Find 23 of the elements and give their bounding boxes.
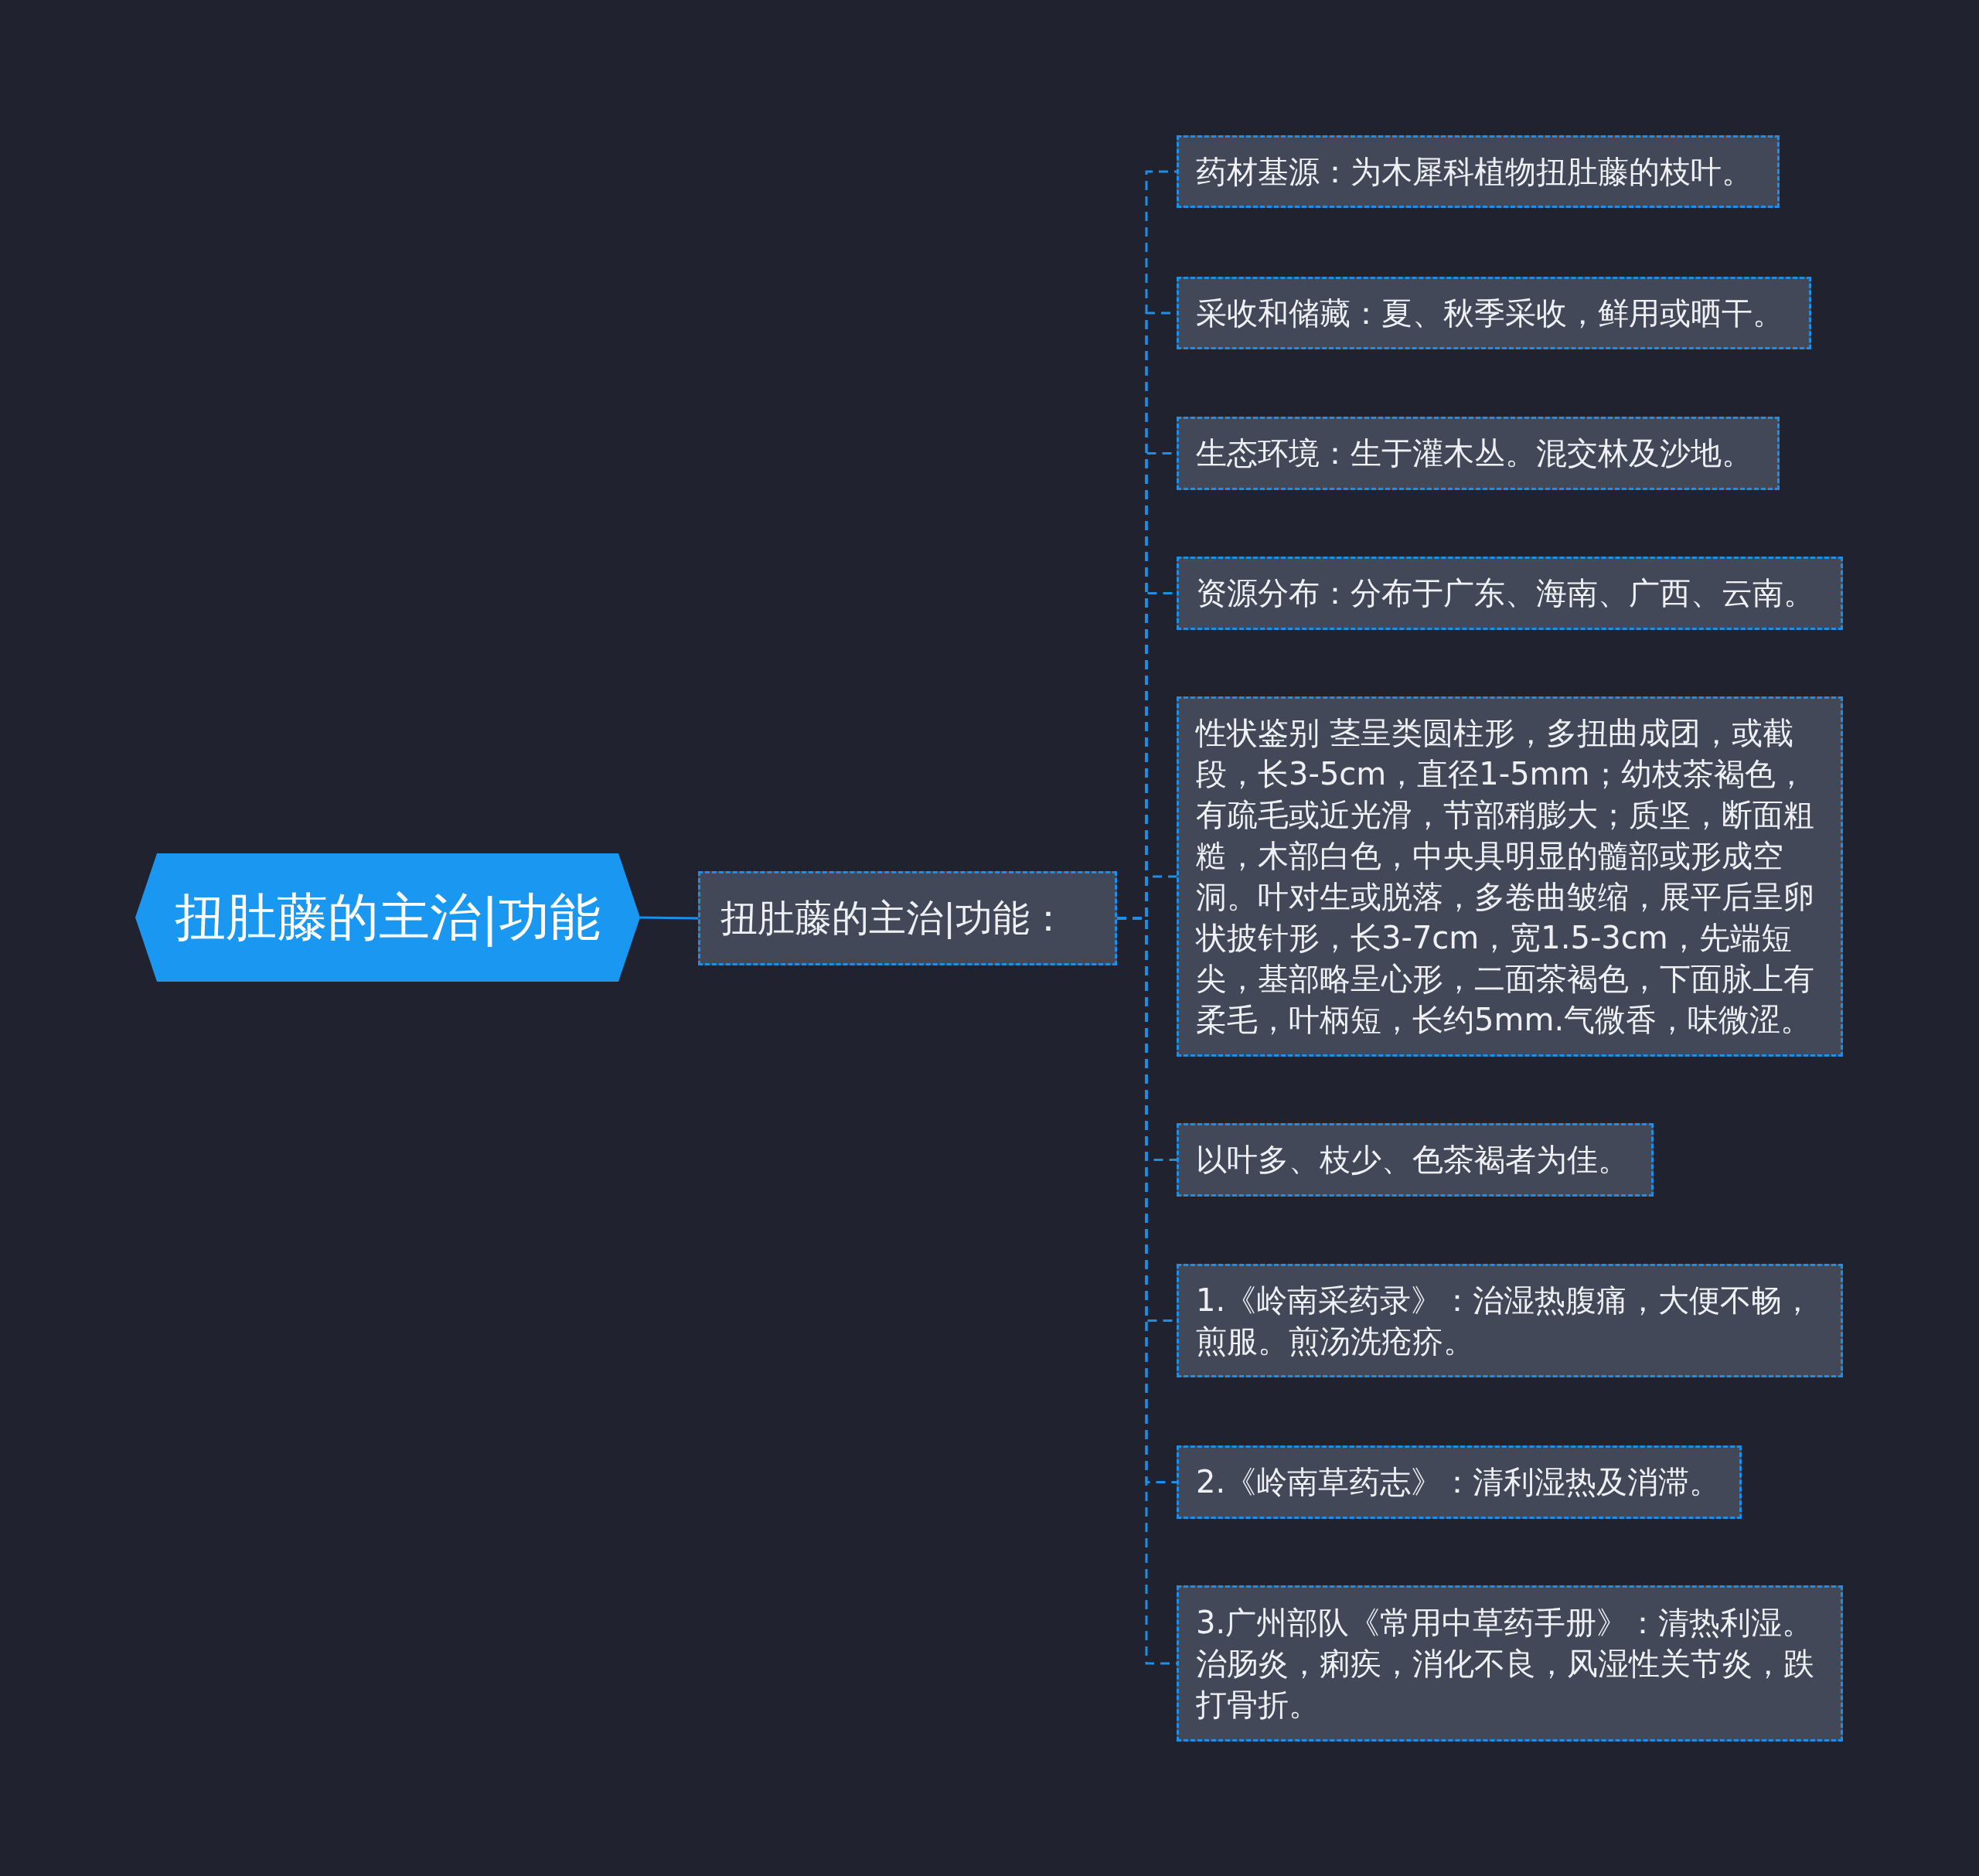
topic-box	[1177, 1445, 1742, 1519]
topic-text: 药材基源：为木犀科植物扭肚藤的枝叶。	[1196, 152, 1752, 191]
topic-box	[698, 871, 1117, 965]
topic-box	[1177, 1264, 1843, 1377]
topic-text: 性状鉴别 茎呈类圆柱形，多扭曲成团，或截段，长3-5cm，直径1-5mm；幼枝茶褐色，有疏毛或近光滑，节部稍膨大；质坚，断面粗糙，木部白色，中央具明显的髓部或形成空洞。叶对生或脱落，多卷曲皱缩，展平后呈卵状披针形，长3-7cm，宽1.5-3cm，先端短尖，基部略呈心形，二面茶褐色，下面脉上有柔毛，叶柄短，长约5mm.气微香，味微涩。	[1196, 714, 1815, 1039]
topic-hexagon	[135, 853, 640, 982]
topic-box	[1177, 417, 1780, 490]
topic-box	[1177, 557, 1843, 630]
topic-box	[1177, 696, 1843, 1057]
topic-box	[1177, 1123, 1654, 1197]
topic-text: 生态环境：生于灌木丛。混交林及沙地。	[1196, 434, 1752, 472]
topic-text: 扭肚藤的主治|功能	[175, 887, 601, 948]
topic-text: 采收和储藏：夏、秋季采收，鲜用或晒干。	[1196, 294, 1783, 332]
topic-text: 2.《岭南草药志》：清利湿热及消滞。	[1196, 1463, 1721, 1501]
topic-text: 资源分布：分布于广东、海南、广西、云南。	[1196, 574, 1814, 612]
connector-line	[639, 916, 699, 920]
topic-text: 1.《岭南采药录》：治湿热腹痛，大便不畅，煎服。煎汤洗疮疥。	[1196, 1281, 1814, 1360]
topic-box	[1177, 135, 1780, 208]
topic-box	[1177, 1585, 1843, 1742]
topic-box	[1177, 277, 1811, 349]
topic-text: 扭肚藤的主治|功能：	[720, 895, 1068, 941]
topic-text: 3.广州部队《常用中草药手册》：清热利湿。治肠炎，痢疾，消化不良，风湿性关节炎，跌打骨折。	[1196, 1603, 1815, 1724]
topic-text: 以叶多、枝少、色茶褐者为佳。	[1196, 1141, 1629, 1179]
